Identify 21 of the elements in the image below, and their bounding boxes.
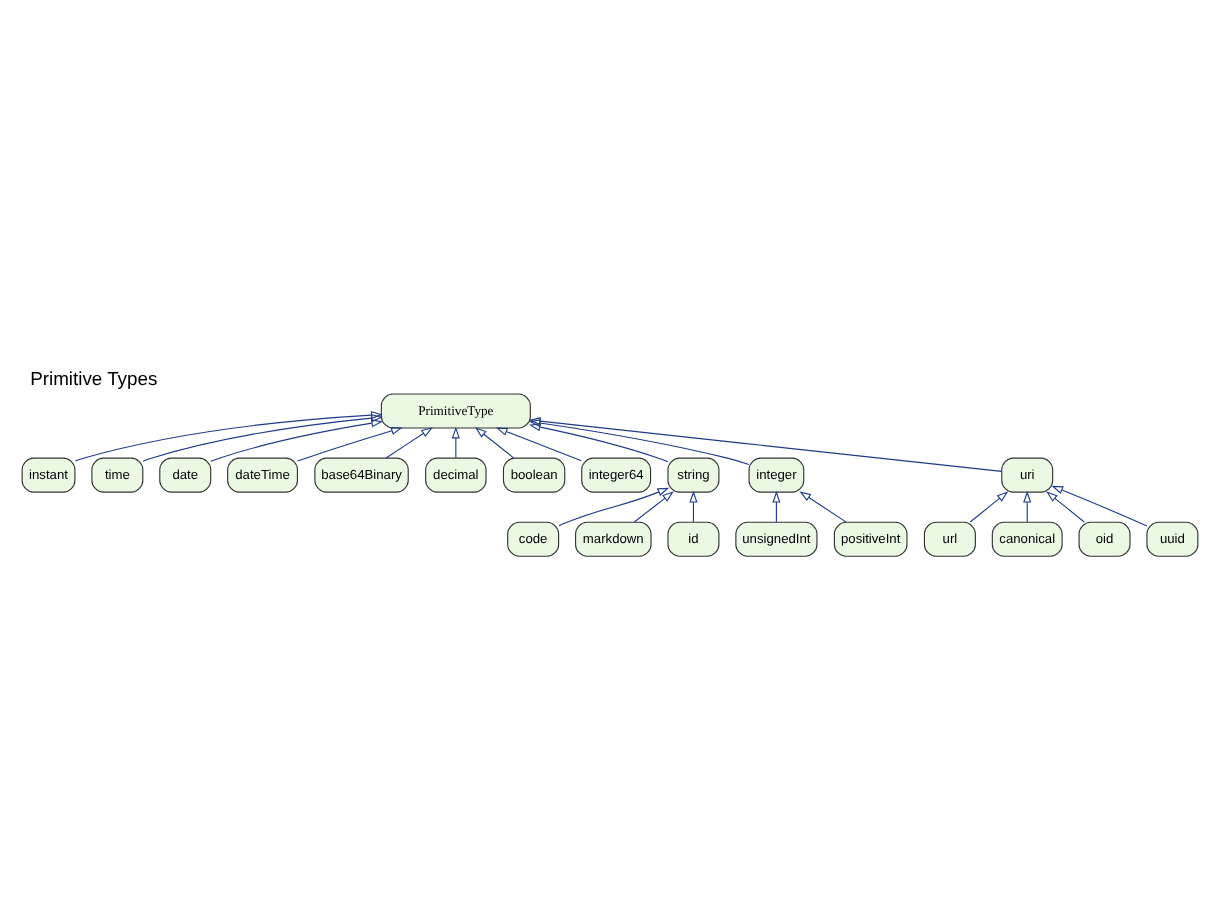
arrow — [633, 491, 674, 523]
arrow — [528, 419, 750, 465]
arrow — [474, 427, 515, 459]
arrow — [74, 411, 383, 462]
diagram-title: Primitive Types — [30, 366, 158, 389]
arrow — [969, 491, 1009, 523]
arrow — [528, 417, 1003, 472]
arrow — [142, 414, 383, 462]
arrow — [296, 427, 403, 462]
arrow — [689, 490, 698, 523]
arrow — [772, 490, 781, 523]
arrow — [210, 419, 384, 462]
arrow — [495, 427, 582, 462]
arrow — [528, 423, 669, 463]
arrow — [558, 487, 670, 527]
arrow — [1023, 490, 1032, 523]
arrow — [385, 427, 433, 459]
arrow — [1051, 485, 1148, 527]
arrow — [1046, 491, 1085, 523]
arrow — [451, 426, 460, 459]
arrow — [799, 491, 847, 523]
